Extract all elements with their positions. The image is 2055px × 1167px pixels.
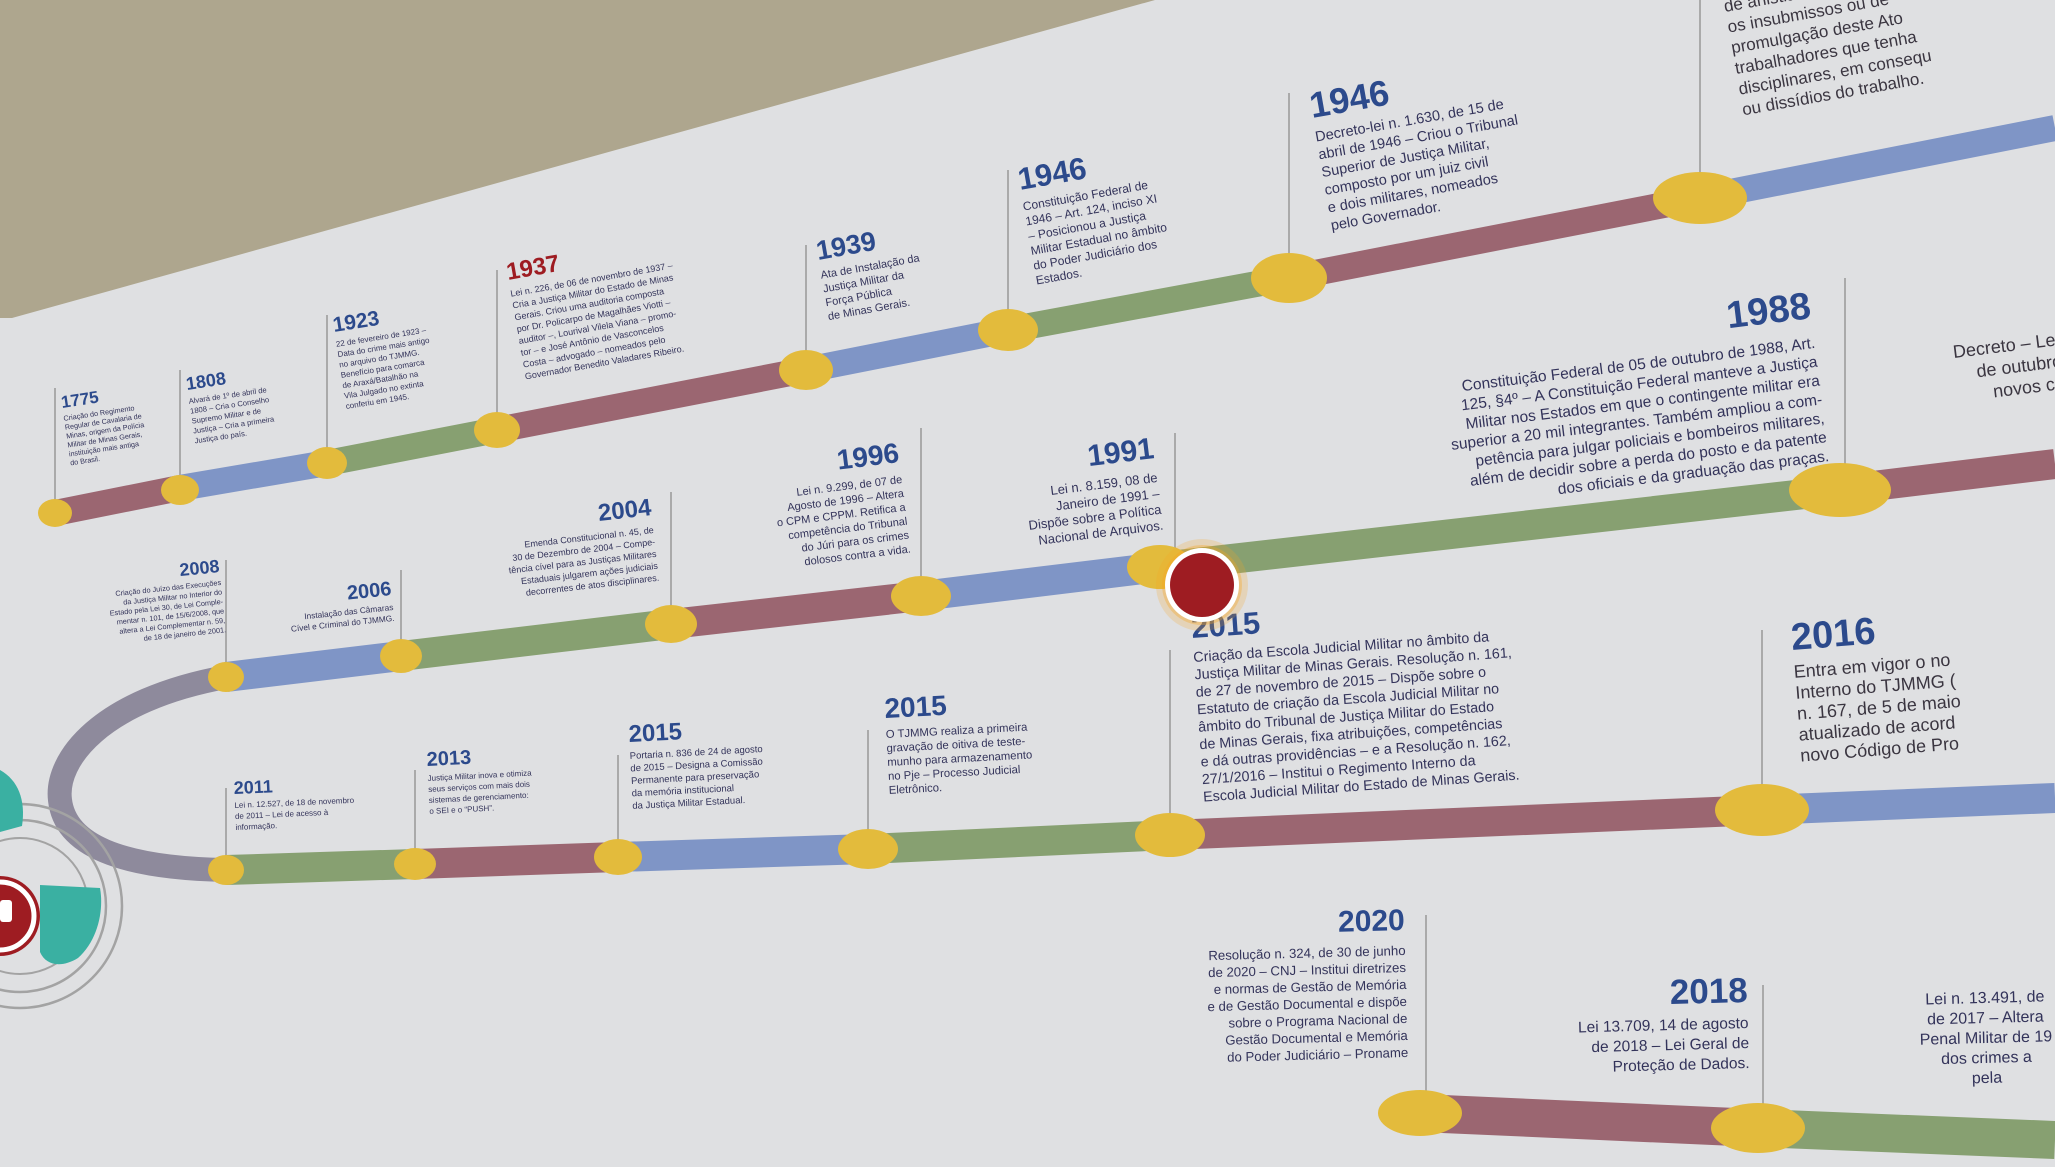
event-text-line: do Brasil.: [70, 454, 101, 467]
event-text-line: Gestão Documental e Memória: [1225, 1028, 1409, 1048]
event-text-line: de 2018 – Lei Geral de: [1591, 1035, 1749, 1056]
event-text-line: Lei n. 13.491, de: [1925, 988, 2045, 1008]
event-1988: 1988 Constituição Federal de 05 de outub…: [1450, 285, 1830, 498]
event-text-line: de 2011 – Lei de acesso à: [235, 808, 329, 821]
timeline-row-3: [225, 783, 2055, 885]
event-year: 2016: [1789, 610, 1877, 659]
event-1923: 1923 22 de fevereiro de 1923 –Data do cr…: [331, 307, 430, 411]
event-year: 2015: [628, 718, 683, 748]
timeline-row-4: [1419, 1094, 2055, 1159]
leader-lines: [54, 0, 1846, 1115]
logo-emblem-widget: [0, 770, 124, 1010]
event-text-line: informação.: [235, 821, 277, 832]
timeline-row-2: [224, 449, 2055, 692]
event-text-line: Proteção de Dados.: [1612, 1055, 1749, 1076]
event-year: 2004: [597, 494, 654, 527]
event-text-line: e normas de Gestão de Memória: [1214, 977, 1408, 997]
event-text-line: Lei 13.709, 14 de agosto: [1578, 1015, 1749, 1036]
event-text-line: e de Gestão Documental e dispõe: [1207, 994, 1407, 1014]
event-text-line: Penal Militar de 19: [1919, 1028, 2052, 1048]
event-text-line: dos crimes a: [1941, 1049, 2032, 1068]
event-text-line: sobre o Programa Nacional de: [1228, 1011, 1407, 1031]
event-text-line: pela: [1972, 1070, 2003, 1088]
event-year: 2018: [1669, 971, 1748, 1012]
event-year: 2015: [884, 690, 948, 724]
timeline-row-1: [52, 115, 2055, 526]
event-year: 2006: [346, 578, 393, 605]
event-2020: 2020 Resolução n. 324, de 30 de junhode …: [1207, 904, 1409, 1065]
event-year: 2020: [1338, 904, 1406, 939]
event-year: 1996: [835, 437, 901, 475]
event-text-line: do Poder Judiciário – Proname: [1227, 1045, 1408, 1065]
event-year: 2011: [233, 776, 273, 798]
event-year: 1988: [1724, 285, 1813, 337]
event-text-line: da memória institucional: [631, 783, 734, 799]
event-text-line: de 2017 – Altera: [1927, 1008, 2044, 1028]
event-1946-decreto: 1946 Decreto-lei n. 1.630, de 15 deabril…: [1306, 72, 1519, 235]
event-text-line: Eletrônico.: [889, 782, 943, 797]
event-text-line: o SEI e o “PUSH”.: [429, 804, 494, 816]
event-1937: 1937 Lei n. 226, de 06 de novembro de 19…: [504, 250, 685, 381]
event-text-line: de 2020 – CNJ – Institui diretrizes: [1208, 960, 1407, 980]
event-year: 2008: [179, 556, 221, 580]
event-text-line: Resolução n. 324, de 30 de junho: [1208, 943, 1406, 963]
event-year: 2013: [426, 747, 472, 771]
timeline-curve: [47, 665, 229, 882]
event-year: 1991: [1086, 432, 1156, 473]
hotspot-marker[interactable]: [1156, 539, 1248, 631]
